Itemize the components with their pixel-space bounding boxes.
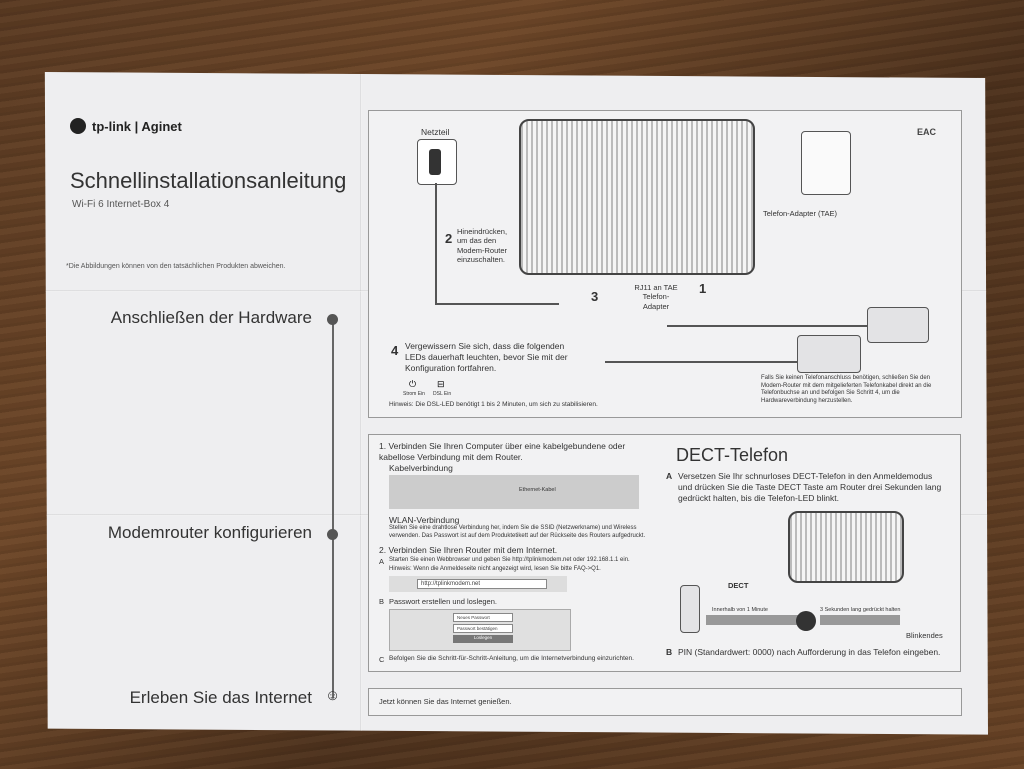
smiley-icon: ☺ [325, 687, 341, 704]
wall-socket-illustration [801, 131, 851, 195]
paper-fold [360, 72, 362, 735]
ethernet-label: Ethernet-Kabel [519, 487, 556, 493]
wlan-heading: WLAN-Verbindung [389, 515, 460, 525]
start-button: Loslegen [453, 635, 513, 643]
dect-panel: DECT-Telefon A Versetzen Sie Ihr schnurl… [666, 434, 961, 672]
quick-install-guide-sheet: tp-link | Aginet Schnellinstallationsanl… [44, 72, 988, 735]
letter-a: A [379, 557, 385, 566]
no-phone-note: Falls Sie keinen Telefonanschluss benöti… [761, 375, 932, 404]
kabel-heading: Kabelverbindung [389, 463, 453, 473]
rj11-label: RJ11 an TAE Telefon-Adapter [634, 283, 678, 311]
led-label: Strom Ein [403, 391, 425, 397]
password-field: Neues Passwort [453, 613, 513, 622]
step2-text: Hineindrücken, um das den Modem-Router e… [457, 227, 513, 265]
section-configure-label: Modemrouter konfigurieren [107, 523, 312, 542]
cable [435, 303, 559, 305]
page-subtitle: Wi-Fi 6 Internet-Box 4 [72, 199, 170, 210]
hardware-panel: Netzteil 2 Hineindrücken, um das den Mod… [368, 110, 962, 418]
letter-c: C [379, 655, 385, 664]
dect-label: DECT [728, 581, 749, 590]
section-hardware-label: Anschließen der Hardware [110, 308, 312, 327]
desk-phone-illustration [867, 307, 929, 343]
wlan-text: Stellen Sie eine drahtlose Verbindung he… [389, 525, 646, 539]
url-field: http://tplinkmodem.net [417, 579, 547, 589]
router-back-illustration [519, 119, 755, 275]
wired-connection-diagram [389, 475, 639, 509]
hold-label: 3 Sekunden lang gedrückt halten [820, 607, 901, 613]
config-step2c: Befolgen Sie die Schritt-für-Schritt-Anl… [389, 655, 634, 662]
step4-text: Vergewissern Sie sich, dass die folgende… [405, 341, 568, 374]
hint-text: Hinweis: Die DSL-LED benötigt 1 bis 2 Mi… [389, 401, 598, 408]
brand-logo: tp-link | Aginet [70, 118, 182, 134]
tp-link-logo-icon [70, 118, 86, 134]
dect-step-b: PIN (Standardwert: 0000) nach Aufforderu… [678, 647, 941, 657]
step-number: 3 [591, 289, 599, 304]
power-plug-icon [429, 149, 441, 175]
step-number: 4 [391, 343, 399, 358]
dect-button-icon [796, 611, 816, 631]
brand-name: tp-link | Aginet [92, 118, 182, 134]
section-dot [327, 529, 338, 540]
configure-panel: 1. Verbinden Sie Ihren Computer über ein… [368, 434, 668, 672]
arrow-bar [706, 615, 806, 625]
eac-cert-icon: EAC [917, 127, 937, 137]
adapter-label: Telefon-Adapter (TAE) [763, 209, 838, 218]
step-number: 2 [445, 231, 453, 246]
power-led-icon: ⏻ [409, 379, 417, 389]
cable [667, 325, 867, 327]
letter-a: A [666, 471, 673, 481]
config-step2: 2. Verbinden Sie Ihren Router mit dem In… [379, 545, 558, 555]
config-step2b: Passwort erstellen und loslegen. [389, 597, 497, 606]
desk-phone-illustration [797, 335, 861, 373]
section-dot [327, 314, 338, 325]
router-front-illustration [788, 511, 904, 583]
letter-b: B [379, 597, 385, 606]
netzteil-label: Netzteil [421, 127, 450, 137]
cordless-phone-illustration [680, 585, 700, 633]
config-step2a: Starten Sie einen Webbrowser und geben S… [389, 557, 630, 563]
arrow-bar [820, 615, 900, 625]
confirm-password-field: Passwort bestätigen [453, 624, 513, 633]
internet-text: Jetzt können Sie das Internet genießen. [379, 697, 512, 706]
dect-title: DECT-Telefon [676, 445, 789, 465]
dsl-led-icon: ⊟ [437, 379, 445, 389]
page-title: Schnellinstallationsanleitung [70, 168, 347, 193]
dect-step-a: Versetzen Sie Ihr schnurloses DECT-Telef… [678, 471, 942, 504]
disclaimer: *Die Abbildungen können von den tatsächl… [66, 263, 286, 270]
led-label: DSL Ein [433, 391, 452, 397]
internet-panel: Jetzt können Sie das Internet genießen. [368, 688, 962, 716]
section-internet-label: Erleben Sie das Internet [129, 688, 312, 707]
timeline [332, 318, 334, 698]
cable [435, 183, 437, 303]
step-number: 1 [699, 281, 707, 296]
blink-label: Blinkendes [906, 631, 943, 640]
config-step1: 1. Verbinden Sie Ihren Computer über ein… [379, 441, 626, 463]
within-label: Innerhalb von 1 Minute [712, 607, 768, 613]
cable [605, 361, 797, 363]
config-step2a-hint: Hinweis: Wenn die Anmeldeseite nicht ang… [389, 566, 601, 572]
letter-b: B [666, 647, 673, 657]
